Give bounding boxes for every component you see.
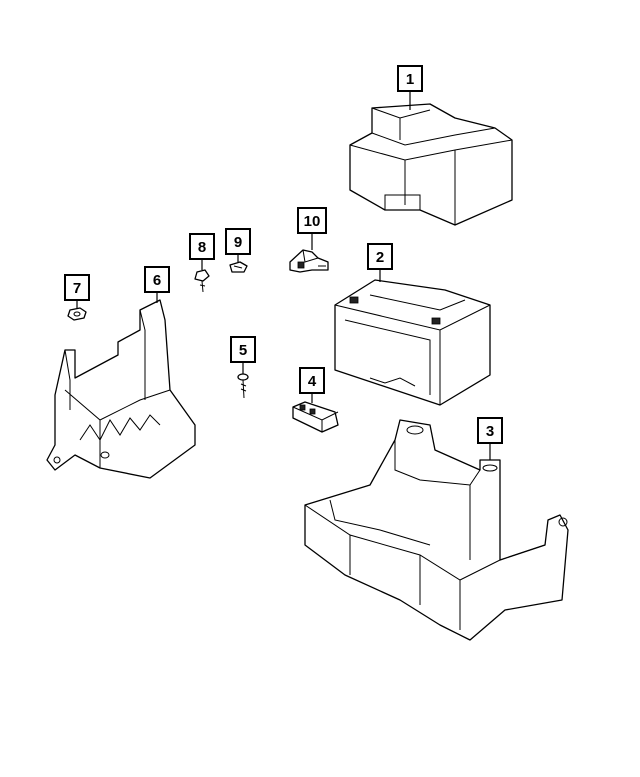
- callout-3[interactable]: 3: [477, 417, 503, 444]
- callout-10-label: 10: [304, 213, 321, 230]
- callout-2-label: 2: [376, 249, 384, 266]
- support-bracket-illustration: [46, 299, 196, 479]
- hold-down-clamp-illustration: [292, 401, 339, 433]
- battery-tray-illustration: [304, 419, 569, 641]
- sensor-illustration: [289, 249, 329, 273]
- callout-1[interactable]: 1: [397, 65, 423, 92]
- callout-7[interactable]: 7: [64, 274, 90, 301]
- callout-7-label: 7: [73, 280, 81, 297]
- callout-2[interactable]: 2: [367, 243, 393, 270]
- callout-4[interactable]: 4: [299, 367, 325, 394]
- nut-illustration: [67, 307, 87, 321]
- callout-4-label: 4: [308, 373, 317, 390]
- callout-6-label: 6: [153, 272, 161, 289]
- battery-cover-illustration: [349, 103, 513, 226]
- callout-5-label: 5: [239, 342, 247, 359]
- callout-9-label: 9: [234, 234, 242, 251]
- callout-8[interactable]: 8: [189, 233, 215, 260]
- callout-10[interactable]: 10: [297, 207, 327, 234]
- clip-illustration: [229, 261, 248, 273]
- screw-illustration: [194, 269, 210, 293]
- callout-1-label: 1: [406, 71, 414, 88]
- callout-5[interactable]: 5: [230, 336, 256, 363]
- leader-lines: [76, 91, 491, 460]
- callout-8-label: 8: [198, 239, 206, 256]
- callout-3-label: 3: [486, 423, 494, 440]
- bolt-illustration: [237, 373, 249, 399]
- callout-9[interactable]: 9: [225, 228, 251, 255]
- callout-6[interactable]: 6: [144, 266, 170, 293]
- battery-illustration: [334, 279, 491, 406]
